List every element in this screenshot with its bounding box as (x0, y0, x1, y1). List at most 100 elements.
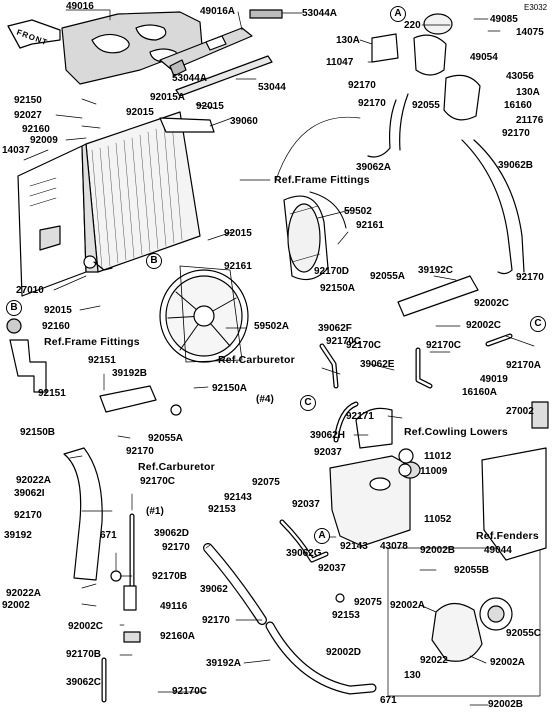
part-label: 49116 (160, 601, 188, 612)
part-label: 27010 (16, 285, 44, 296)
part-label: 16160A (462, 387, 498, 398)
part-label: 92170B (66, 649, 102, 660)
part-label: 92170 (126, 446, 154, 457)
fan-59502a (159, 265, 249, 363)
part-label: 39062B (498, 160, 534, 171)
part-label: 21176 (516, 115, 544, 126)
part-label: 39062D (154, 528, 190, 539)
part-label: 92075 (252, 477, 280, 488)
part-label: 43056 (506, 71, 534, 82)
part-label: 39062 (200, 584, 228, 595)
fender-bracket (481, 401, 549, 561)
part-label: 92170A (506, 360, 542, 371)
part-label: 39192C (418, 265, 454, 276)
part-label: 92170C (346, 340, 382, 351)
part-label: 92171 (346, 411, 374, 422)
part-label: 92160 (22, 124, 50, 135)
part-label: 92055 (412, 100, 440, 111)
frame-bracket-left (9, 339, 47, 393)
callout-a: A (314, 528, 330, 544)
callout-c: C (300, 395, 316, 411)
part-label: 53044 (258, 82, 286, 93)
callout-b: B (146, 253, 162, 269)
part-label: 92002A (490, 657, 526, 668)
part-label: 92161 (224, 261, 252, 272)
part-label: 92151 (88, 355, 116, 366)
part-label: (#1) (146, 506, 164, 517)
part-label: 92015 (126, 107, 154, 118)
part-label: 39192 (4, 530, 32, 541)
part-label: 92143 (224, 492, 252, 503)
part-label: 92037 (314, 447, 342, 458)
part-label: 92002 (2, 600, 30, 611)
part-label: 92170 (502, 128, 530, 139)
part-label: 92075 (354, 597, 382, 608)
part-label: 92009 (30, 135, 58, 146)
part-label: 92002C (466, 320, 502, 331)
water-pump-49044 (387, 547, 541, 697)
part-label: 92170 (202, 615, 230, 626)
part-label: 39062G (286, 548, 322, 559)
callout-a: A (390, 6, 406, 22)
part-label: 92170C (140, 476, 176, 487)
small-parts (6, 318, 414, 643)
part-label: 92170D (314, 266, 350, 277)
part-label: 671 (380, 695, 397, 706)
duct-49016a (159, 9, 283, 97)
part-label: 39192B (112, 368, 148, 379)
hoses (63, 93, 525, 703)
part-label: 92002B (488, 699, 524, 710)
part-label: 92161 (356, 220, 384, 231)
part-label: 53044A (302, 8, 338, 19)
part-label: 49054 (470, 52, 498, 63)
part-label: 49085 (490, 14, 518, 25)
part-label: 92055A (148, 433, 184, 444)
radiator-14037 (17, 111, 215, 297)
part-label: 92150 (14, 95, 42, 106)
part-label: 92055C (506, 628, 542, 639)
part-label: 92170 (162, 542, 190, 553)
part-label: 49016 (66, 1, 94, 12)
part-label: 11009 (420, 466, 448, 477)
part-label: 92150A (320, 283, 356, 294)
part-label: 39062H (310, 430, 346, 441)
ref-fenders: Ref.Fenders (476, 530, 539, 542)
ref-cowling-lowers: Ref.Cowling Lowers (404, 426, 508, 438)
part-label: 92170C (172, 686, 208, 697)
part-label: 92037 (318, 563, 346, 574)
part-label: 92153 (208, 504, 236, 515)
part-label: 92150A (212, 383, 248, 394)
part-label: 59502A (254, 321, 290, 332)
part-label: 39062A (356, 162, 392, 173)
part-label: 39062E (360, 359, 395, 370)
part-label: 92015A (150, 92, 186, 103)
part-label: 39062I (14, 488, 45, 499)
part-label: 39062C (66, 677, 102, 688)
part-label: 92022A (16, 475, 52, 486)
part-label: 39192A (206, 658, 242, 669)
part-label: 49019 (480, 374, 508, 385)
part-label: 49016A (200, 6, 236, 17)
part-label: (#4) (256, 394, 274, 405)
part-label: 11052 (424, 514, 452, 525)
part-label: 92170C (426, 340, 462, 351)
diagram-code: E3032 (524, 3, 548, 12)
part-label: 92055B (454, 565, 490, 576)
part-label: 92002C (474, 298, 510, 309)
part-label: 92002B (420, 545, 456, 556)
part-label: 59502 (344, 206, 372, 217)
callout-b: B (6, 300, 22, 316)
part-label: 92037 (292, 499, 320, 510)
part-label: 27002 (506, 406, 534, 417)
part-label: 53044A (172, 73, 208, 84)
part-label: 92002D (326, 647, 362, 658)
part-label: 130 (404, 670, 421, 681)
part-label: 92160A (160, 631, 196, 642)
part-label: 14037 (2, 145, 30, 156)
part-label: 92015 (44, 305, 72, 316)
part-label: 16160 (504, 100, 532, 111)
cover-49016 (61, 11, 203, 85)
part-label: 92170 (348, 80, 376, 91)
fan-59502 (283, 191, 347, 281)
